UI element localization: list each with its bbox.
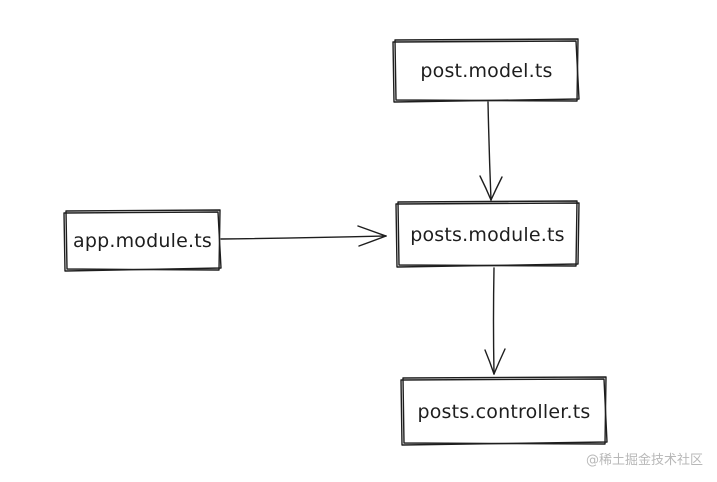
- edge-app-module-to-posts-module: [220, 225, 387, 247]
- node-box-post-model[interactable]: [392, 38, 580, 103]
- node-label-post-model: post.model.ts: [420, 59, 553, 82]
- node-box-posts-controller[interactable]: [400, 376, 608, 446]
- node-label-posts-module: posts.module.ts: [410, 223, 565, 246]
- edge-posts-module-to-posts-controller: [484, 267, 506, 375]
- node-label-app-module: app.module.ts: [73, 230, 212, 252]
- node-label-posts-controller: posts.controller.ts: [417, 400, 591, 423]
- node-box-app-module[interactable]: [63, 209, 222, 272]
- node-box-posts-module[interactable]: [395, 200, 580, 268]
- watermark-text: @稀土掘金技术社区: [585, 453, 703, 468]
- edge-post-model-to-posts-module: [479, 101, 503, 201]
